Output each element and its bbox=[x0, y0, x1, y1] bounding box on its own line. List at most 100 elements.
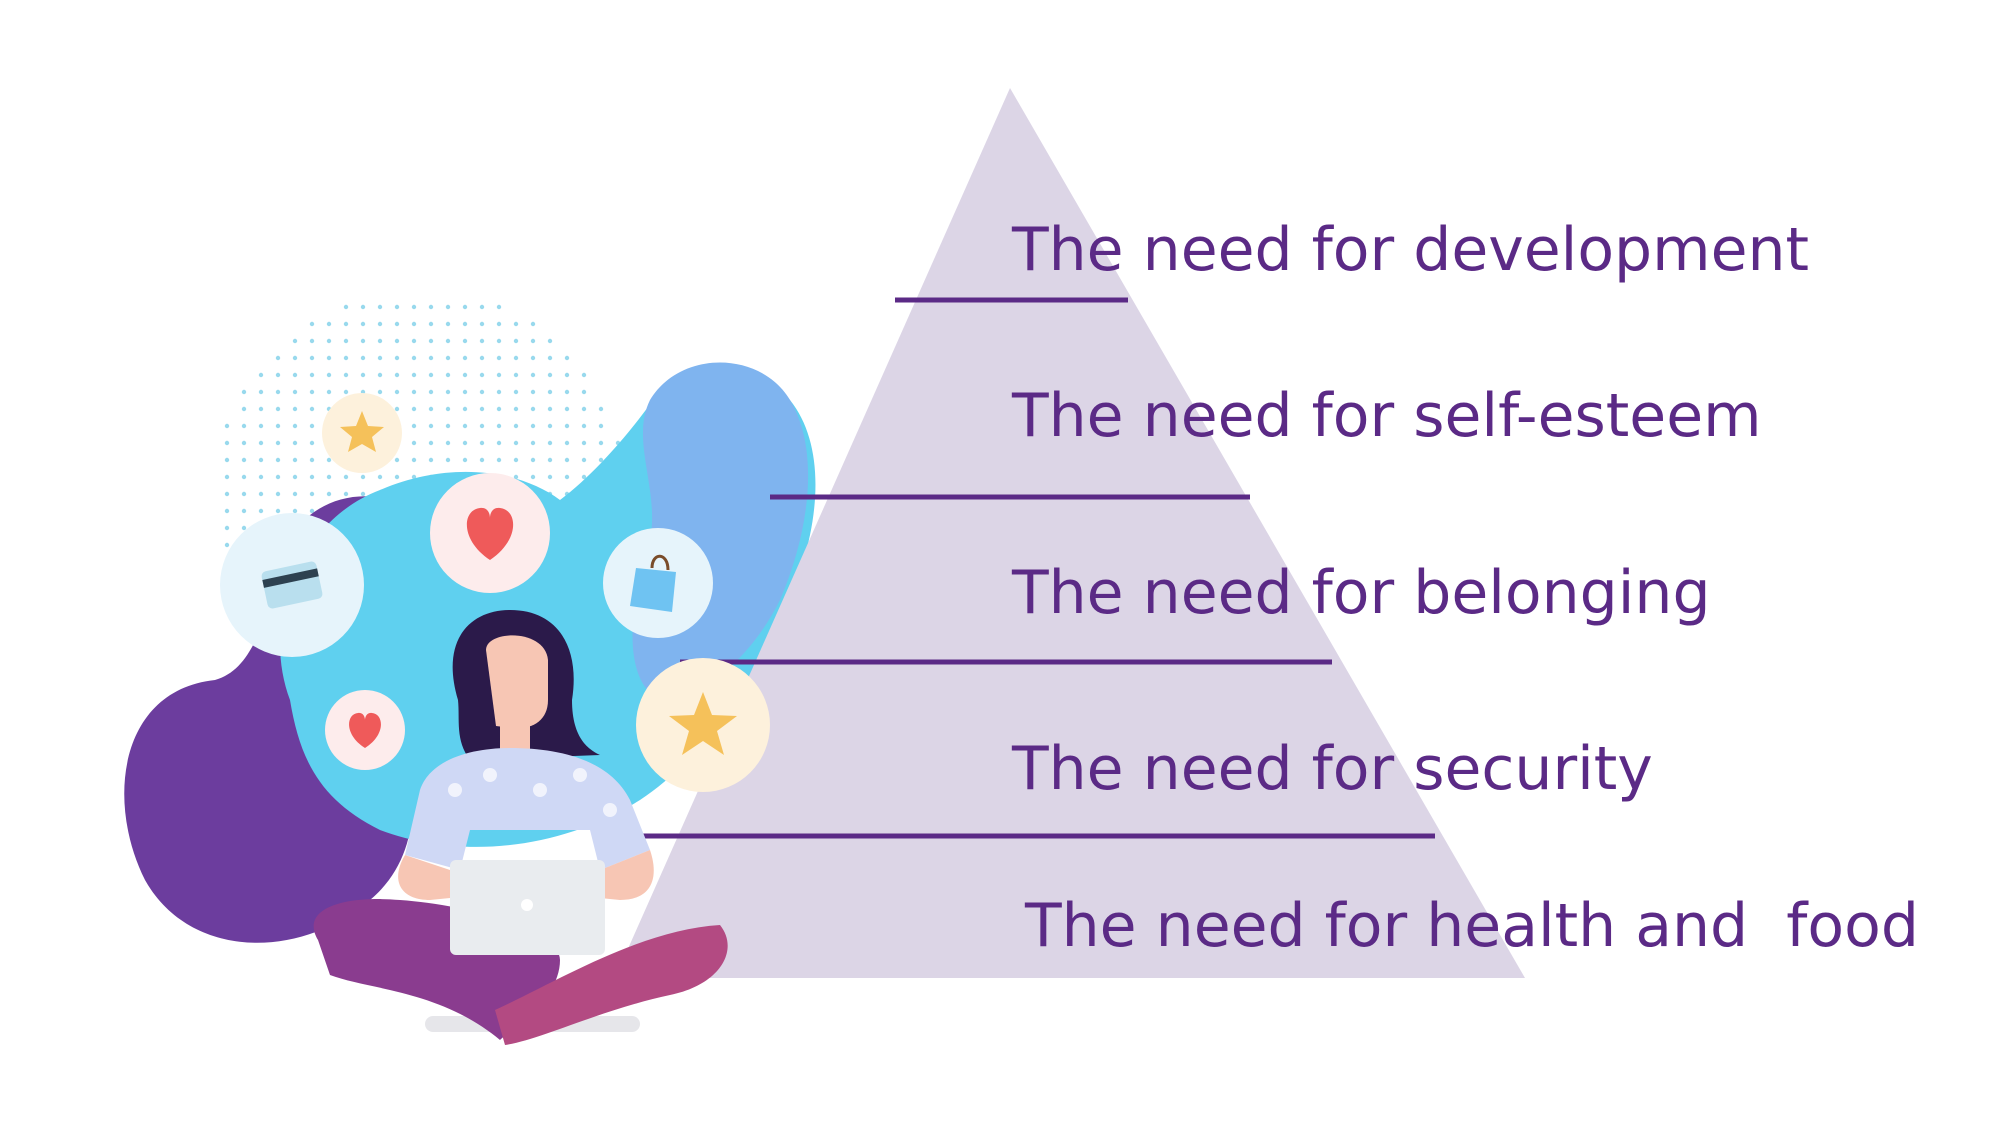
level-label-health-food: The need for health and food bbox=[1024, 891, 1919, 961]
dot bbox=[564, 389, 570, 395]
dot bbox=[547, 389, 553, 395]
dot bbox=[275, 423, 281, 429]
dot bbox=[496, 338, 502, 344]
dot bbox=[530, 338, 536, 344]
dot bbox=[326, 321, 332, 327]
dot bbox=[394, 474, 400, 480]
dot bbox=[581, 440, 587, 446]
dot bbox=[513, 389, 519, 395]
dot bbox=[547, 355, 553, 361]
dot bbox=[258, 406, 264, 412]
dot bbox=[326, 491, 332, 497]
dot bbox=[275, 406, 281, 412]
dot bbox=[343, 355, 349, 361]
dot bbox=[343, 372, 349, 378]
dot bbox=[394, 304, 400, 310]
dot bbox=[530, 423, 536, 429]
dot bbox=[258, 440, 264, 446]
dot bbox=[462, 389, 468, 395]
dot bbox=[496, 389, 502, 395]
dot bbox=[224, 542, 230, 548]
dot bbox=[445, 321, 451, 327]
dot bbox=[377, 304, 383, 310]
dot bbox=[224, 423, 230, 429]
dot bbox=[258, 491, 264, 497]
dot bbox=[547, 457, 553, 463]
star-icon bbox=[636, 658, 770, 792]
dot bbox=[411, 474, 417, 480]
dot bbox=[275, 389, 281, 395]
dot bbox=[309, 372, 315, 378]
dot bbox=[394, 389, 400, 395]
dot bbox=[292, 372, 298, 378]
dot bbox=[377, 389, 383, 395]
dot bbox=[292, 474, 298, 480]
level-label-belonging: The need for belonging bbox=[1011, 558, 1711, 628]
dot bbox=[258, 389, 264, 395]
dot bbox=[530, 457, 536, 463]
dot bbox=[513, 440, 519, 446]
dot bbox=[241, 525, 247, 531]
pyramid-shape bbox=[615, 88, 1525, 978]
dot bbox=[394, 355, 400, 361]
dot bbox=[275, 355, 281, 361]
dot bbox=[275, 491, 281, 497]
dot bbox=[581, 389, 587, 395]
dot bbox=[309, 321, 315, 327]
dot bbox=[309, 389, 315, 395]
dot bbox=[462, 372, 468, 378]
dot bbox=[326, 338, 332, 344]
dot bbox=[479, 440, 485, 446]
dot bbox=[445, 457, 451, 463]
dot bbox=[445, 355, 451, 361]
dot bbox=[275, 372, 281, 378]
dot bbox=[411, 304, 417, 310]
dot bbox=[258, 474, 264, 480]
dot bbox=[292, 355, 298, 361]
dot bbox=[564, 457, 570, 463]
dot bbox=[292, 389, 298, 395]
dot bbox=[224, 474, 230, 480]
dot bbox=[258, 423, 264, 429]
dot bbox=[445, 304, 451, 310]
dot bbox=[224, 508, 230, 514]
dot bbox=[598, 406, 604, 412]
dot bbox=[292, 508, 298, 514]
dot bbox=[292, 491, 298, 497]
dot bbox=[445, 338, 451, 344]
dot bbox=[241, 474, 247, 480]
dot bbox=[513, 474, 519, 480]
heart-icon bbox=[325, 690, 405, 770]
dot bbox=[292, 440, 298, 446]
dot bbox=[309, 508, 315, 514]
dot bbox=[275, 508, 281, 514]
dot bbox=[547, 372, 553, 378]
dot bbox=[479, 457, 485, 463]
dot bbox=[360, 474, 366, 480]
dot bbox=[224, 525, 230, 531]
heart-icon bbox=[430, 473, 550, 593]
credit-card-icon bbox=[220, 513, 364, 657]
dot bbox=[581, 457, 587, 463]
dot bbox=[513, 406, 519, 412]
dot bbox=[326, 389, 332, 395]
dot bbox=[292, 406, 298, 412]
dot bbox=[496, 423, 502, 429]
dot bbox=[479, 372, 485, 378]
dot bbox=[462, 457, 468, 463]
dot bbox=[428, 440, 434, 446]
dot bbox=[530, 474, 536, 480]
dot bbox=[309, 423, 315, 429]
dot bbox=[292, 423, 298, 429]
dot bbox=[428, 372, 434, 378]
dot bbox=[241, 491, 247, 497]
dot bbox=[564, 423, 570, 429]
dot bbox=[496, 440, 502, 446]
dot bbox=[462, 355, 468, 361]
dot bbox=[428, 338, 434, 344]
dot bbox=[462, 338, 468, 344]
dot bbox=[479, 355, 485, 361]
dot bbox=[530, 389, 536, 395]
dot bbox=[462, 423, 468, 429]
dot bbox=[411, 440, 417, 446]
